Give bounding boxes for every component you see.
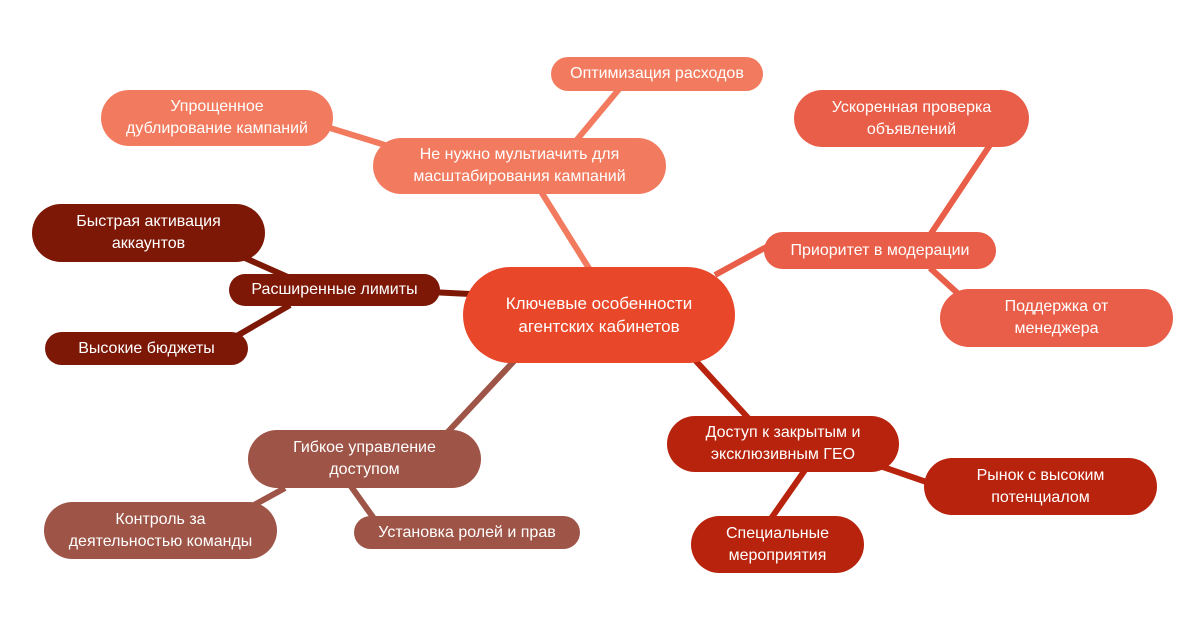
center-node: Ключевые особенности агентских кабинетов [463, 267, 735, 363]
edge-scaling-duplication [329, 125, 386, 148]
branch-limits: Расширенные лимиты [229, 274, 440, 306]
leaf-manager-support: Поддержка от менеджера [940, 289, 1173, 347]
branch-access: Гибкое управление доступом [248, 430, 481, 488]
leaf-cost-optimization: Оптимизация расходов [551, 57, 763, 91]
edge-limits-budgets [233, 302, 292, 340]
edge-center-access [442, 357, 518, 438]
leaf-special-events: Специальные мероприятия [691, 516, 864, 573]
edge-access-roles [347, 483, 378, 522]
leaf-fast-review: Ускоренная проверка объявлений [794, 90, 1029, 147]
leaf-roles-permissions: Установка ролей и прав [354, 516, 580, 549]
leaf-fast-activation: Быстрая активация аккаунтов [32, 204, 265, 262]
edge-center-geo [692, 357, 753, 423]
edge-geo-events [767, 468, 808, 522]
branch-scaling: Не нужно мультиачить для масштабирования… [373, 138, 666, 194]
leaf-campaign-duplication: Упрощенное дублирование кампаний [101, 90, 333, 146]
edge-center-moderation [713, 242, 772, 278]
branch-moderation: Приоритет в модерации [764, 232, 996, 269]
leaf-high-budgets: Высокие бюджеты [45, 332, 248, 365]
edge-center-scaling [537, 188, 593, 272]
branch-geo: Доступ к закрытым и эксклюзивным ГЕО [667, 416, 899, 472]
edge-moderation-check [927, 143, 993, 237]
leaf-team-control: Контроль за деятельностью команды [44, 502, 277, 559]
leaf-high-potential-market: Рынок с высоким потенциалом [924, 458, 1157, 515]
